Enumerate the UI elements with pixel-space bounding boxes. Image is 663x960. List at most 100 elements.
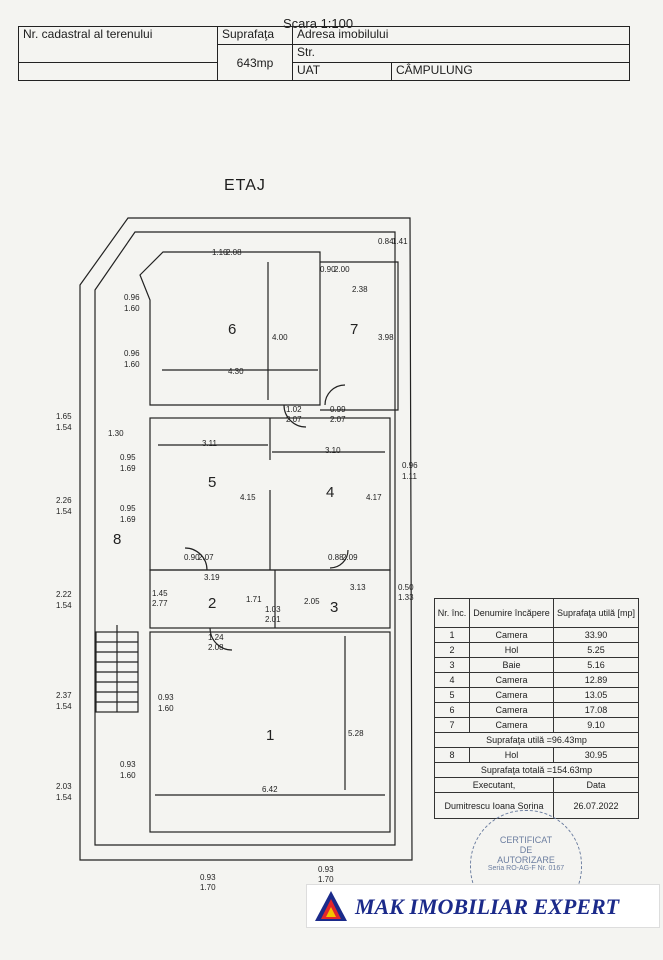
dim-label: 1.69: [120, 464, 136, 473]
grand-total: Suprafaţa totală =154.63mp: [434, 762, 639, 778]
inner-wall: [94, 231, 396, 846]
stamp-line: AUTORIZARE: [497, 855, 555, 865]
room-7-wall: [320, 261, 399, 411]
cell: Camera: [469, 717, 554, 733]
cell: 5.25: [553, 642, 639, 658]
room-number: 5: [208, 474, 216, 491]
dim-label: 5.28: [348, 729, 364, 738]
cadastral-label: Nr. cadastral al terenului: [18, 26, 218, 63]
room-legend-table: Nr. înc. Denumire încăpere Suprafaţa uti…: [434, 598, 639, 819]
dim-label: 0.95: [120, 504, 136, 513]
dim-label: 3.13: [350, 583, 366, 592]
dim-label: 3.98: [378, 333, 394, 342]
dim-label: 4.17: [366, 493, 382, 502]
room-1-wall: [149, 631, 391, 833]
dim-label: 1.54: [56, 793, 72, 802]
stamp-line: CERTIFICAT: [499, 835, 553, 845]
cell: Camera: [469, 687, 554, 703]
room-number: 3: [330, 599, 338, 616]
door-arc: [283, 404, 307, 428]
floor-title: ETAJ: [224, 177, 266, 194]
stamp-line: DE: [519, 845, 533, 855]
dim-label: 1.54: [56, 601, 72, 610]
dim-label: 1.33: [398, 593, 414, 602]
dim-label: 2.08: [208, 643, 224, 652]
dim-label: 6.42: [262, 785, 278, 794]
cell: 3: [434, 657, 470, 673]
dim-label: 2.03: [56, 782, 72, 791]
dim-label: 0.96: [124, 293, 140, 302]
cell: 2: [434, 642, 470, 658]
dim-label: 2.00: [334, 265, 350, 274]
dim-label: 1.45: [152, 589, 168, 598]
dim-label: 1.03: [265, 605, 281, 614]
brand-logo: MAK IMOBILIAR EXPERT: [306, 884, 660, 928]
useful-total: Suprafaţa utilă =96.43mp: [434, 732, 639, 748]
dim-label: 2.38: [352, 285, 368, 294]
dim-label: 1.60: [120, 771, 136, 780]
dim-label: 2.77: [152, 599, 168, 608]
dim-label: 0.84: [378, 237, 394, 246]
room-number: 1: [266, 727, 274, 744]
dim-label: 2.01: [265, 615, 281, 624]
dim-label: 0.99: [330, 405, 346, 414]
dim-label: 1.10: [212, 248, 228, 257]
dim-label: 1.60: [124, 360, 140, 369]
dim-label: 1.70: [200, 883, 216, 892]
dim-label: 1.54: [56, 423, 72, 432]
dim-label: 1.54: [56, 507, 72, 516]
rooms-2-3-wall: [149, 569, 391, 629]
room-number: 8: [113, 531, 121, 548]
cell: 33.90: [553, 627, 639, 643]
cell: Hol: [469, 747, 554, 763]
dim-label: 0.88: [328, 553, 344, 562]
dim-label: 3.19: [204, 573, 220, 582]
dim-label: 0.50: [398, 583, 414, 592]
cadastral-value: [18, 62, 218, 81]
cell: 12.89: [553, 672, 639, 688]
dim-label: 0.93: [200, 873, 216, 882]
door-arc: [329, 549, 349, 569]
dim-label: 2.07: [198, 553, 214, 562]
dim-label: 2.37: [56, 691, 72, 700]
room-6-wall: [139, 251, 321, 406]
room-number: 2: [208, 595, 216, 612]
dim-label: 0.95: [120, 453, 136, 462]
dim-label: 1.41: [392, 237, 408, 246]
date-label: Data: [553, 777, 639, 793]
dim-label: 0.93: [318, 865, 334, 874]
uat-label: UAT: [292, 62, 392, 81]
door-arc: [209, 627, 233, 651]
dim-label: 0.93: [158, 693, 174, 702]
dim-label: 0.96: [124, 349, 140, 358]
dim-label: 3.10: [325, 446, 341, 455]
cell: Camera: [469, 702, 554, 718]
dim-label: 0.96: [402, 461, 418, 470]
dim-label: 1.02: [286, 405, 302, 414]
dim-label: 4.15: [240, 493, 256, 502]
col-area: Suprafaţa utilă [mp]: [553, 598, 639, 628]
dim-label: 3.11: [202, 439, 218, 448]
dim-label: 1.70: [318, 875, 334, 884]
dim-label: 2.22: [56, 590, 72, 599]
dim-label: 0.90: [184, 553, 200, 562]
brand-name: MAK IMOBILIAR EXPERT: [355, 894, 620, 919]
dim-label: 1.69: [120, 515, 136, 524]
dim-label: 1.65: [56, 412, 72, 421]
cell: 8: [434, 747, 470, 763]
dim-label: 2.08: [226, 248, 242, 257]
executed-label: Executant,: [434, 777, 554, 793]
door-arc: [324, 384, 346, 406]
cell: Baie: [469, 657, 554, 673]
cell: Camera: [469, 627, 554, 643]
cell: 9.10: [553, 717, 639, 733]
dim-label: 4.00: [272, 333, 288, 342]
door-arc: [184, 547, 208, 571]
dim-label: 2.07: [286, 415, 302, 424]
dim-label: 2.05: [304, 597, 320, 606]
